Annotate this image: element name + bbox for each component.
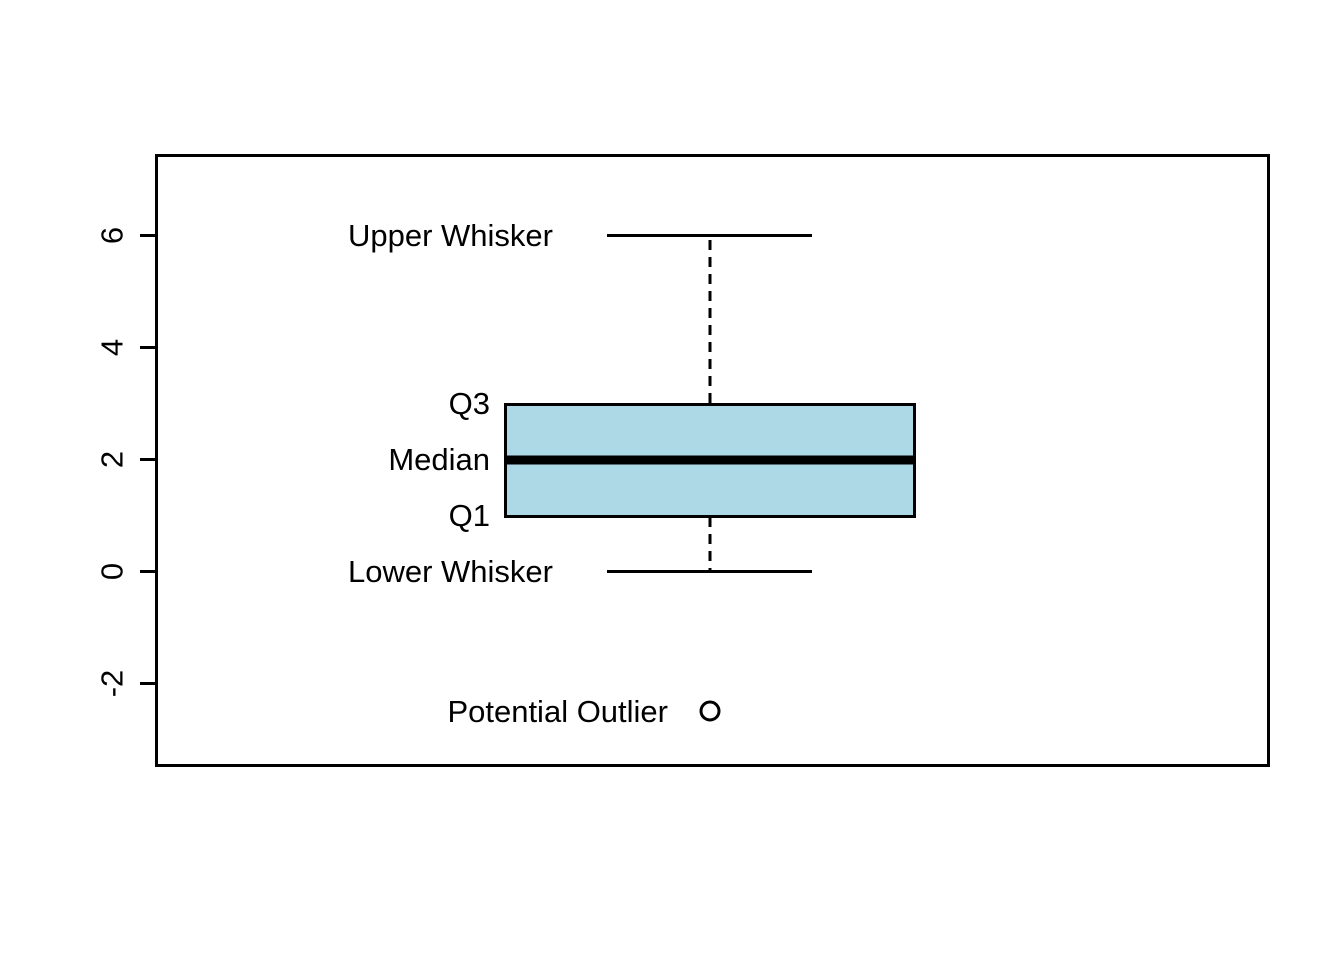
- outlier-point: [699, 700, 721, 722]
- y-tick-label-0: 0: [95, 563, 130, 580]
- annotation-q1: Q1: [449, 498, 490, 533]
- annotation-potential-outlier: Potential Outlier: [447, 694, 668, 729]
- y-tick-label-2: 2: [95, 451, 130, 468]
- annotation-upper-whisker: Upper Whisker: [348, 218, 553, 253]
- y-tick-label-4: 4: [95, 339, 130, 356]
- annotation-q3: Q3: [449, 386, 490, 421]
- annotation-median: Median: [388, 442, 490, 477]
- y-tick-label-6: 6: [95, 227, 130, 244]
- y-axis-ticks: [140, 234, 157, 685]
- y-axis-tick-labels: 6 4 2 0 -2: [95, 227, 130, 697]
- y-tick-label-minus2: -2: [95, 670, 130, 698]
- annotation-lower-whisker: Lower Whisker: [348, 554, 553, 589]
